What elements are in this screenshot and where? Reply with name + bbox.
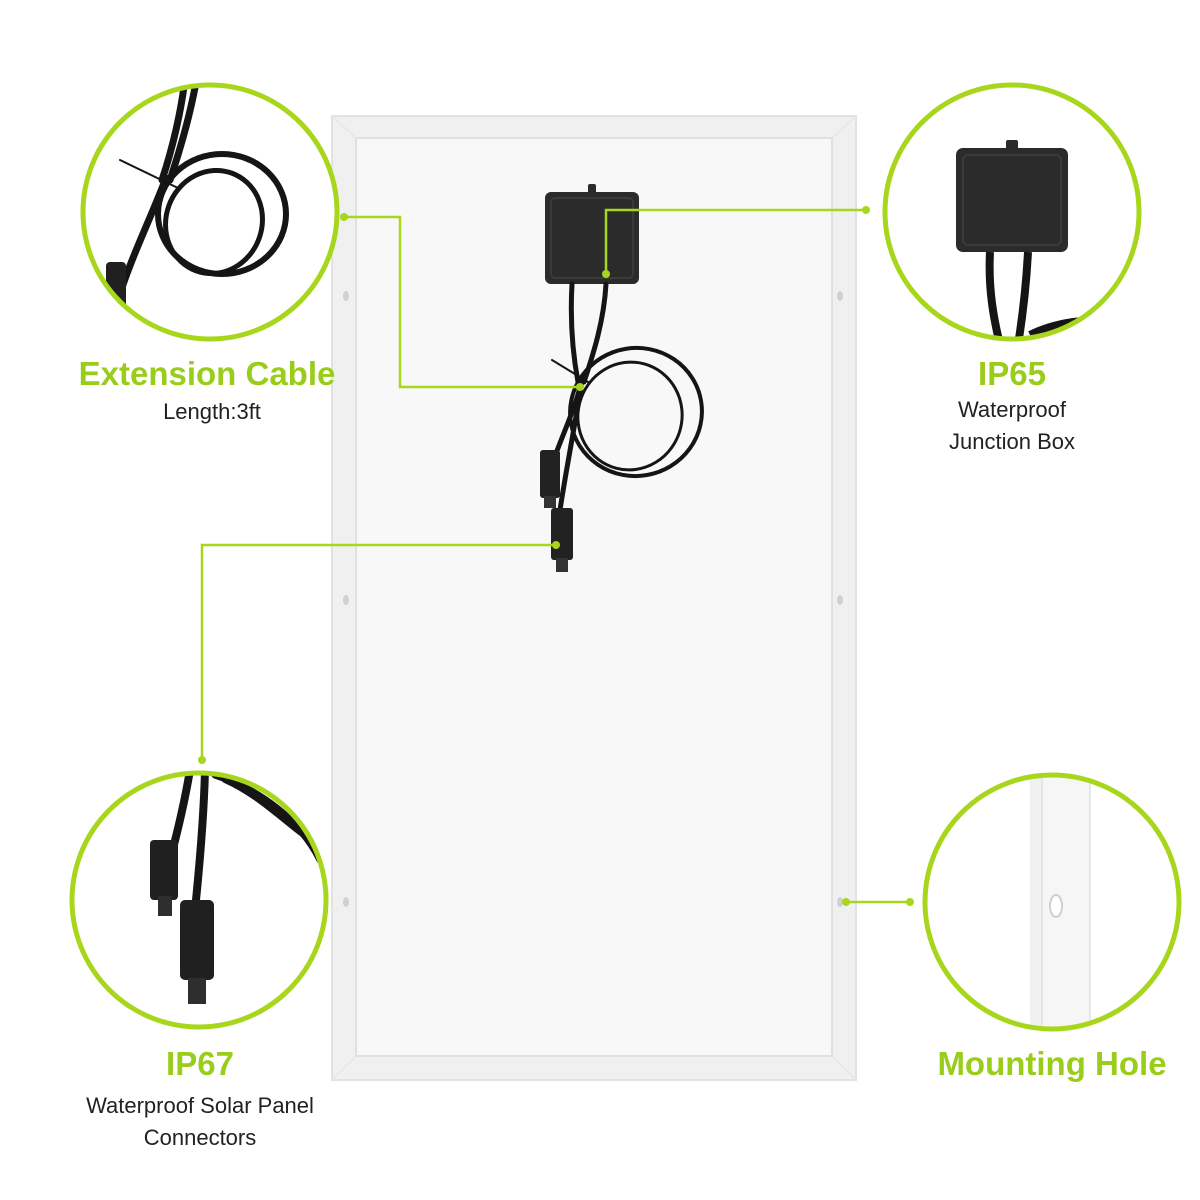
connector-icon (69, 770, 329, 1030)
ip67-subtitle-line1: Waterproof Solar Panel (86, 1093, 314, 1118)
junction-box-icon (882, 82, 1142, 342)
extension-cable-length: Length:3ft (163, 399, 261, 424)
leader-dots (198, 206, 914, 906)
ip67-subtitle-line2: Connectors (143, 1125, 257, 1150)
leader-lines (200, 208, 910, 904)
junction-box (545, 184, 639, 284)
cable-icon (80, 82, 340, 342)
extension-cable-title: Extension Cable (78, 355, 336, 392)
frame-mounting-holes (343, 291, 843, 907)
ip65-subtitle-line1: Waterproof (957, 397, 1066, 422)
ip67-title: IP67 (166, 1045, 234, 1082)
ip65-title: IP65 (978, 355, 1046, 392)
mounting-hole-icon (922, 772, 1182, 1032)
ip65-subtitle-line2: Junction Box (949, 429, 1075, 454)
mounting-hole-title: Mounting Hole (937, 1045, 1167, 1082)
